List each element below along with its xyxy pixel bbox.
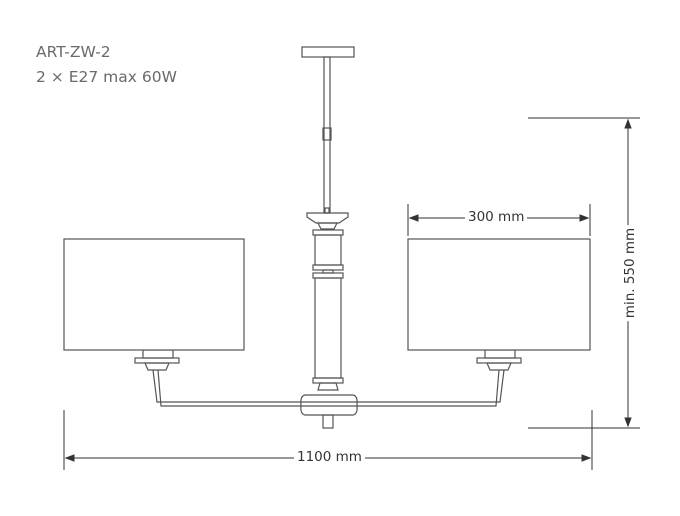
column	[306, 212, 349, 391]
hub	[300, 394, 358, 429]
right-socket	[476, 349, 522, 371]
canopy	[301, 46, 355, 58]
left-socket	[134, 349, 180, 371]
height-label: min. 550 mm	[622, 224, 639, 322]
left-shade	[63, 238, 245, 351]
model-name: ART-ZW-2	[36, 43, 111, 61]
rod	[322, 56, 332, 214]
right-shade	[407, 238, 591, 351]
total-width-label: 1100 mm	[294, 449, 365, 465]
arms	[152, 369, 505, 407]
shade-width-label: 300 mm	[465, 209, 528, 225]
bulb-spec: 2 × E27 max 60W	[36, 68, 177, 86]
